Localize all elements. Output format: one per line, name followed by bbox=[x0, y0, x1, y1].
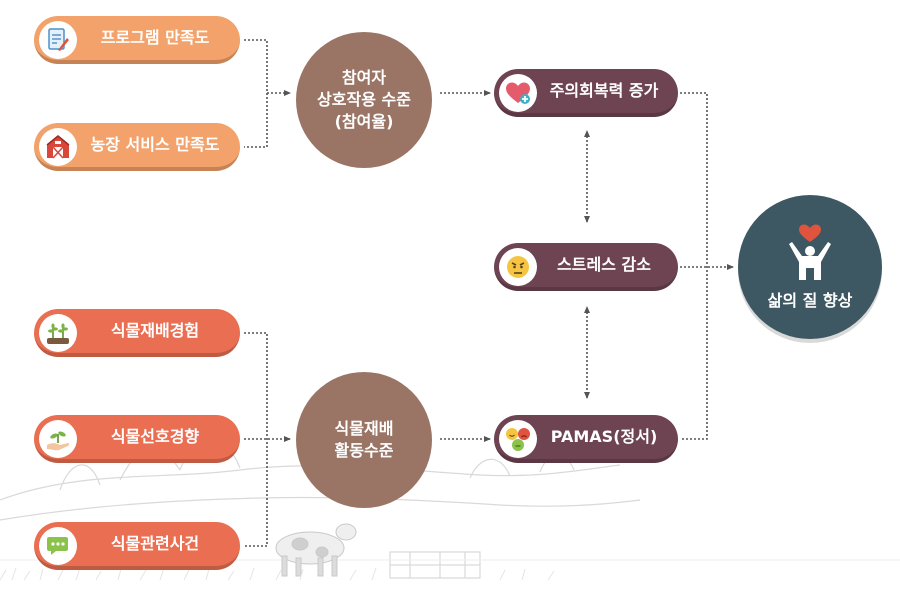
icon-holder bbox=[39, 21, 77, 59]
hand-sprout-icon bbox=[47, 431, 70, 451]
outcome-label: PAMAS(정서) bbox=[550, 427, 658, 446]
mediator-line: 활동수준 bbox=[334, 441, 394, 460]
mediator-line: 상호작용 수준 bbox=[317, 90, 411, 109]
mood-faces-icon bbox=[506, 428, 530, 451]
final-label: 삶의 질 향상 bbox=[767, 291, 853, 310]
input-label: 식물선호경향 bbox=[110, 427, 200, 446]
input-label: 식물관련사건 bbox=[110, 534, 200, 553]
heart-plus-icon bbox=[506, 82, 530, 104]
sprouts-icon bbox=[47, 323, 69, 344]
outcome-stress-reduction: 스트레스 감소 bbox=[494, 243, 678, 291]
input-plant-preference: 식물선호경향 bbox=[34, 415, 240, 463]
person-heart-icon bbox=[789, 224, 831, 280]
angry-face-icon bbox=[507, 256, 529, 278]
mediator-plant-growing-activity: 식물재배 활동수준 bbox=[296, 372, 432, 508]
outcome-label: 스트레스 감소 bbox=[557, 255, 651, 274]
icon-holder bbox=[499, 248, 537, 286]
chat-bubble-icon bbox=[47, 537, 68, 555]
input-plant-growing-experience: 식물재배경험 bbox=[34, 309, 240, 357]
input-label: 프로그램 만족도 bbox=[100, 28, 210, 47]
input-label: 식물재배경험 bbox=[110, 321, 200, 340]
mediator-line: 식물재배 bbox=[334, 419, 394, 438]
icon-holder bbox=[499, 74, 537, 112]
icon-holder bbox=[39, 420, 77, 458]
icon-holder bbox=[39, 128, 77, 166]
outcome-pamas-emotion: PAMAS(정서) bbox=[494, 415, 678, 463]
document-pen-icon bbox=[48, 28, 69, 51]
input-plant-related-events: 식물관련사건 bbox=[34, 522, 240, 570]
mediator-participant-interaction: 참여자 상호작용 수준 (참여율) bbox=[296, 32, 432, 168]
final-quality-of-life: 삶의 질 향상 bbox=[738, 195, 882, 339]
icon-holder bbox=[39, 314, 77, 352]
icon-holder bbox=[39, 527, 77, 565]
mediator-line: (참여율) bbox=[334, 112, 394, 131]
mediator-line: 참여자 bbox=[341, 68, 387, 87]
icon-holder bbox=[499, 420, 537, 458]
input-label: 농장 서비스 만족도 bbox=[90, 135, 220, 154]
input-program-satisfaction: 프로그램 만족도 bbox=[34, 16, 240, 64]
barn-icon bbox=[46, 135, 70, 159]
outcome-label: 주의회복력 증가 bbox=[549, 81, 659, 100]
outcome-attention-restoration: 주의회복력 증가 bbox=[494, 69, 678, 117]
input-farm-service-satisfaction: 농장 서비스 만족도 bbox=[34, 123, 240, 171]
